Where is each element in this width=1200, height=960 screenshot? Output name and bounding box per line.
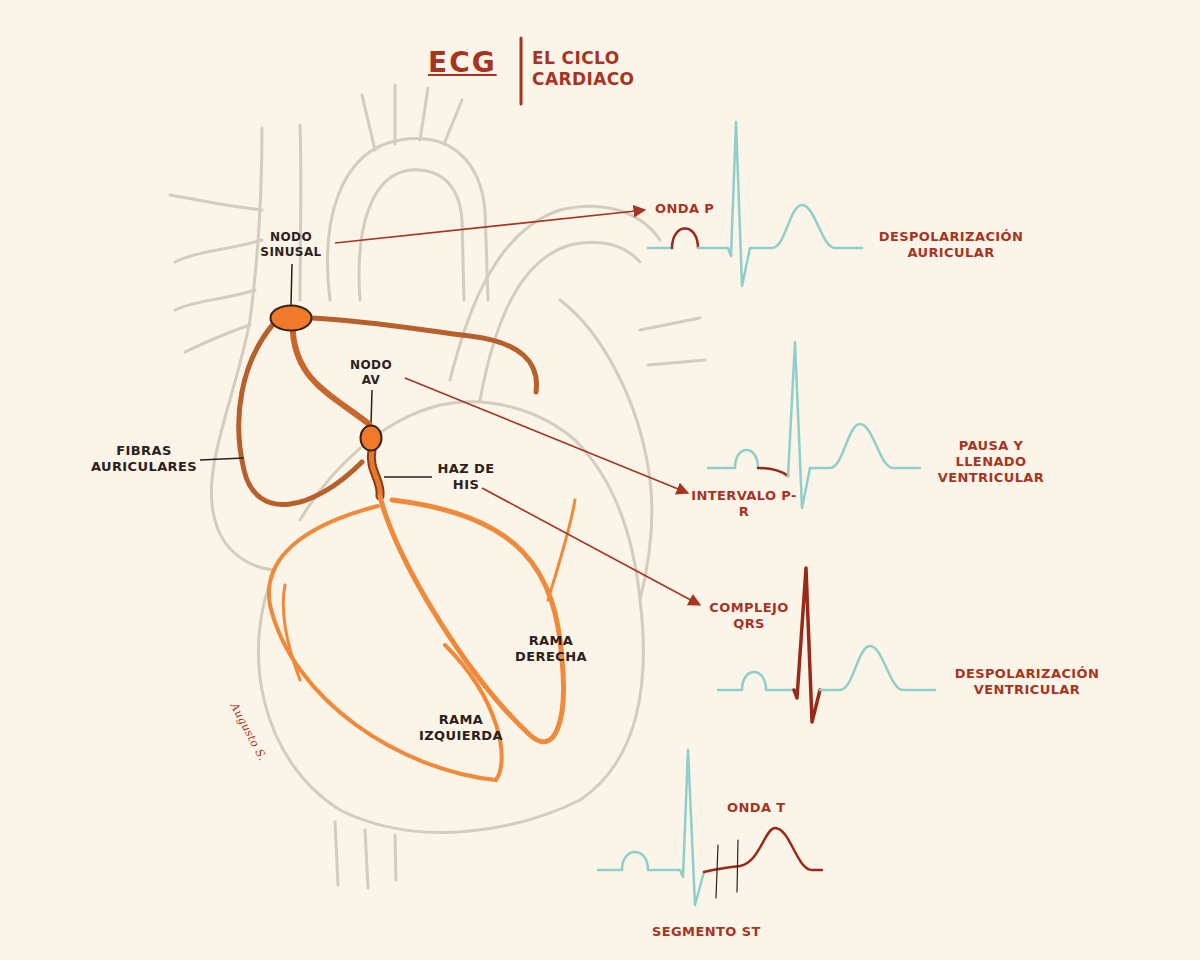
wave-label: INTERVALO P-R	[690, 488, 798, 520]
lower-vessel	[365, 830, 368, 888]
vessel-branch	[175, 290, 255, 310]
part-label: FIBRAS AURICULARES	[86, 443, 202, 475]
title-divider	[520, 38, 523, 104]
segment-label: SEGMENTO ST	[652, 924, 761, 940]
ecg-trace	[698, 122, 862, 286]
leader-line	[384, 476, 432, 478]
ecg-trace	[598, 750, 704, 905]
pr-interval	[758, 468, 788, 476]
st-t-segment	[704, 828, 822, 872]
wave-label: COMPLEJO QRS	[700, 600, 798, 632]
right-bundle-branch	[380, 496, 563, 742]
node-ellipse	[361, 426, 382, 451]
atrial-fiber	[312, 318, 536, 392]
callout-arrow	[335, 210, 645, 243]
leader-line	[200, 458, 244, 460]
aortic-branch	[362, 95, 375, 150]
part-label: HAZ DE HIS	[430, 461, 502, 493]
ecg-trace	[788, 342, 920, 508]
lower-vessel	[335, 822, 338, 885]
purkinje-fiber	[548, 500, 575, 600]
aortic-branch	[420, 88, 428, 140]
ecg-trace	[708, 450, 758, 468]
purkinje-fiber	[283, 585, 300, 680]
wave-label: ONDA T	[727, 800, 786, 816]
vessel-branch	[170, 195, 262, 210]
his-bundle	[371, 450, 380, 496]
aortic-branch	[394, 85, 397, 144]
conduction-fiber	[293, 332, 369, 424]
conduction-node: NODO AV	[359, 424, 383, 452]
wave-label: ONDA P	[655, 201, 714, 217]
ecg-trace	[718, 672, 794, 690]
conduction-node: NODO SINUSAL	[269, 304, 313, 332]
segment-tick	[716, 845, 718, 898]
diagram-title: ECG	[428, 46, 497, 79]
signature: Augusto S.	[226, 700, 270, 764]
segment-tick	[737, 840, 738, 892]
his-bundle-outline	[371, 450, 380, 496]
phase-label: DESPOLARIZACIÓN AURICULAR	[862, 229, 1040, 261]
vessel-branch	[175, 240, 262, 262]
leader-line	[291, 264, 292, 305]
callout-arrow	[482, 488, 700, 605]
p-wave	[672, 229, 698, 249]
ecg-trace	[648, 247, 672, 250]
callout-arrow	[405, 378, 688, 493]
ventricle-outline	[258, 440, 643, 832]
node-label: NODO SINUSAL	[255, 230, 327, 260]
vessel-branch	[648, 360, 705, 365]
heart-outline	[211, 128, 275, 570]
leader-line	[371, 390, 372, 425]
pulmonary-artery	[480, 242, 640, 400]
node-label: NODO AV	[346, 358, 396, 388]
node-shape	[269, 304, 313, 332]
vena-cava	[299, 125, 303, 300]
lower-vessel	[395, 835, 396, 880]
pulmonary-artery	[450, 206, 660, 380]
phase-label: DESPOLARIZACIÓN VENTRICULAR	[938, 666, 1116, 698]
aorta	[328, 139, 488, 300]
node-shape	[359, 424, 383, 452]
aortic-branch	[444, 100, 462, 144]
part-label: RAMA DERECHA	[510, 633, 592, 665]
atrial-border	[300, 402, 575, 520]
vessel-branch	[640, 318, 700, 330]
part-label: RAMA IZQUIERDA	[412, 712, 510, 744]
node-ellipse	[271, 306, 312, 331]
ecg-trace	[820, 646, 935, 690]
vessel-branch	[185, 325, 250, 352]
subtitle: EL CICLO CARDIACO	[532, 48, 654, 90]
atrial-fiber	[239, 322, 362, 505]
phase-label: PAUSA Y LLENADO VENTRICULAR	[930, 438, 1052, 486]
qrs-complex	[794, 568, 820, 722]
